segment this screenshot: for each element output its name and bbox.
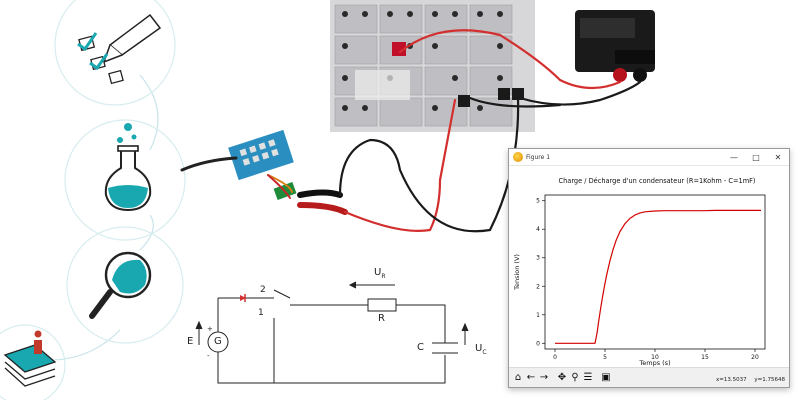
circuit-schematic — [195, 281, 469, 384]
app-icon — [513, 152, 523, 162]
x-tick-label: 0 — [553, 354, 557, 361]
label-switch-1: 1 — [258, 308, 264, 318]
cursor-x: x=13.5037 — [716, 377, 747, 383]
y-tick-label: 1 — [536, 312, 540, 319]
close-icon[interactable]: ✕ — [774, 152, 782, 162]
circuit-panel-photo — [330, 0, 535, 132]
label-uc-main: U — [475, 343, 483, 354]
label-ur: UR — [374, 267, 386, 280]
x-tick-label: 15 — [701, 354, 709, 361]
back-arrow-icon[interactable]: ← — [526, 372, 536, 383]
label-uc: UC — [475, 343, 487, 356]
label-ur-main: U — [374, 267, 382, 278]
y-tick-label: 3 — [536, 255, 540, 262]
pan-icon[interactable]: ✥ — [557, 372, 567, 383]
series-group — [555, 209, 761, 344]
configure-subplots-icon[interactable]: ☰ — [583, 372, 593, 383]
label-r: R — [378, 313, 385, 324]
x-tick-label: 20 — [751, 354, 759, 361]
chart-title: Charge / Décharge d'un condensateur (R=1… — [559, 177, 756, 185]
info-book-icon — [3, 330, 57, 387]
y-tick-label: 2 — [536, 283, 540, 290]
label-minus: - — [207, 352, 210, 360]
label-generator: G — [214, 336, 222, 347]
label-uc-sub: C — [482, 349, 487, 356]
y-tick-label: 5 — [536, 198, 540, 205]
sensor-board-photo — [228, 129, 297, 201]
label-e: E — [187, 336, 194, 347]
x-axis-label: Temps (s) — [638, 359, 670, 367]
figure-title: Figure 1 — [526, 153, 551, 161]
chart-svg: Charge / Décharge d'un condensateur (R=1… — [513, 177, 766, 367]
maximize-icon[interactable]: □ — [752, 152, 760, 162]
figure-window: Figure 1 — □ ✕ Charge / Décharge d'un co… — [508, 148, 790, 388]
forward-arrow-icon[interactable]: → — [539, 372, 549, 383]
plot-area[interactable]: Charge / Décharge d'un condensateur (R=1… — [509, 167, 789, 367]
axes-frame — [544, 194, 766, 350]
figure-toolbar: ⌂ ← → ✥ ⚲ ☰ ▣ x=13.5037 y=1.75648 — [509, 367, 789, 387]
y-axis-label: Tension (V) — [513, 254, 521, 291]
label-plus: + — [207, 325, 213, 333]
home-icon[interactable]: ⌂ — [514, 372, 522, 383]
y-tick-label: 0 — [536, 340, 540, 347]
cursor-y: y=1.75648 — [754, 377, 785, 383]
series-line — [555, 209, 761, 344]
cursor-coordinates: x=13.5037 y=1.75648 — [710, 377, 785, 383]
minimize-icon[interactable]: — — [730, 152, 738, 162]
y-ticks: 0 1 2 3 4 5 — [536, 198, 545, 347]
x-tick-label: 10 — [651, 354, 659, 361]
figure-titlebar[interactable]: Figure 1 — □ ✕ — [509, 149, 789, 166]
checklist-icon — [77, 13, 162, 85]
power-supply-photo — [575, 10, 655, 82]
save-icon[interactable]: ▣ — [601, 372, 611, 383]
label-switch-2: 2 — [260, 285, 266, 295]
magnifier-icon — [89, 251, 152, 319]
label-ur-sub: R — [381, 273, 386, 280]
x-ticks: 0 5 10 15 20 — [553, 349, 759, 361]
label-c: C — [417, 342, 424, 353]
sidebar — [0, 0, 186, 400]
zoom-icon[interactable]: ⚲ — [571, 372, 579, 383]
x-tick-label: 5 — [603, 354, 607, 361]
flask-icon — [104, 123, 152, 212]
y-tick-label: 4 — [536, 226, 540, 233]
